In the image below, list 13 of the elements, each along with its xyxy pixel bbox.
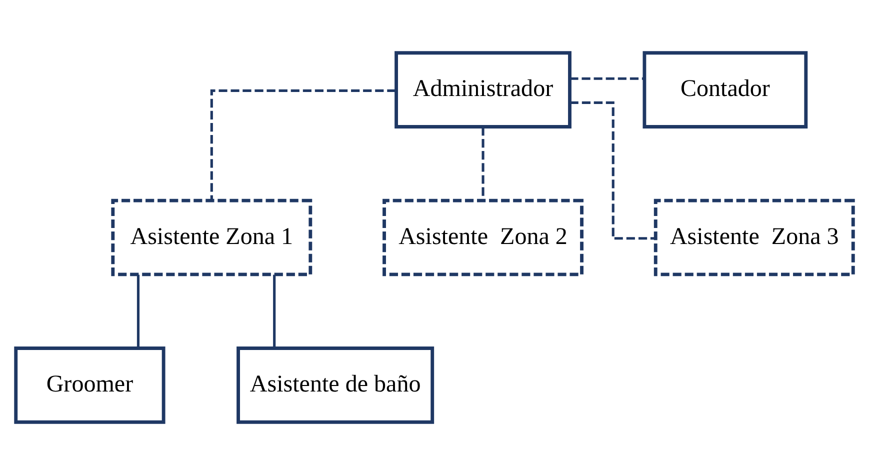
node-box: Asistente Zona 3 — [654, 198, 855, 276]
node-box: Asistente Zona 2 — [382, 198, 584, 276]
node-box: Groomer — [14, 346, 166, 424]
connector — [570, 101, 656, 240]
connector — [570, 77, 644, 80]
node-box: Contador — [642, 51, 808, 128]
connector — [136, 274, 140, 348]
node-box: Administrador — [394, 51, 572, 128]
node-box: Asistente de baño — [236, 346, 434, 424]
connector — [273, 274, 276, 348]
node-box: Asistente Zona 1 — [111, 198, 312, 276]
connector — [482, 127, 484, 200]
connector — [210, 89, 396, 200]
